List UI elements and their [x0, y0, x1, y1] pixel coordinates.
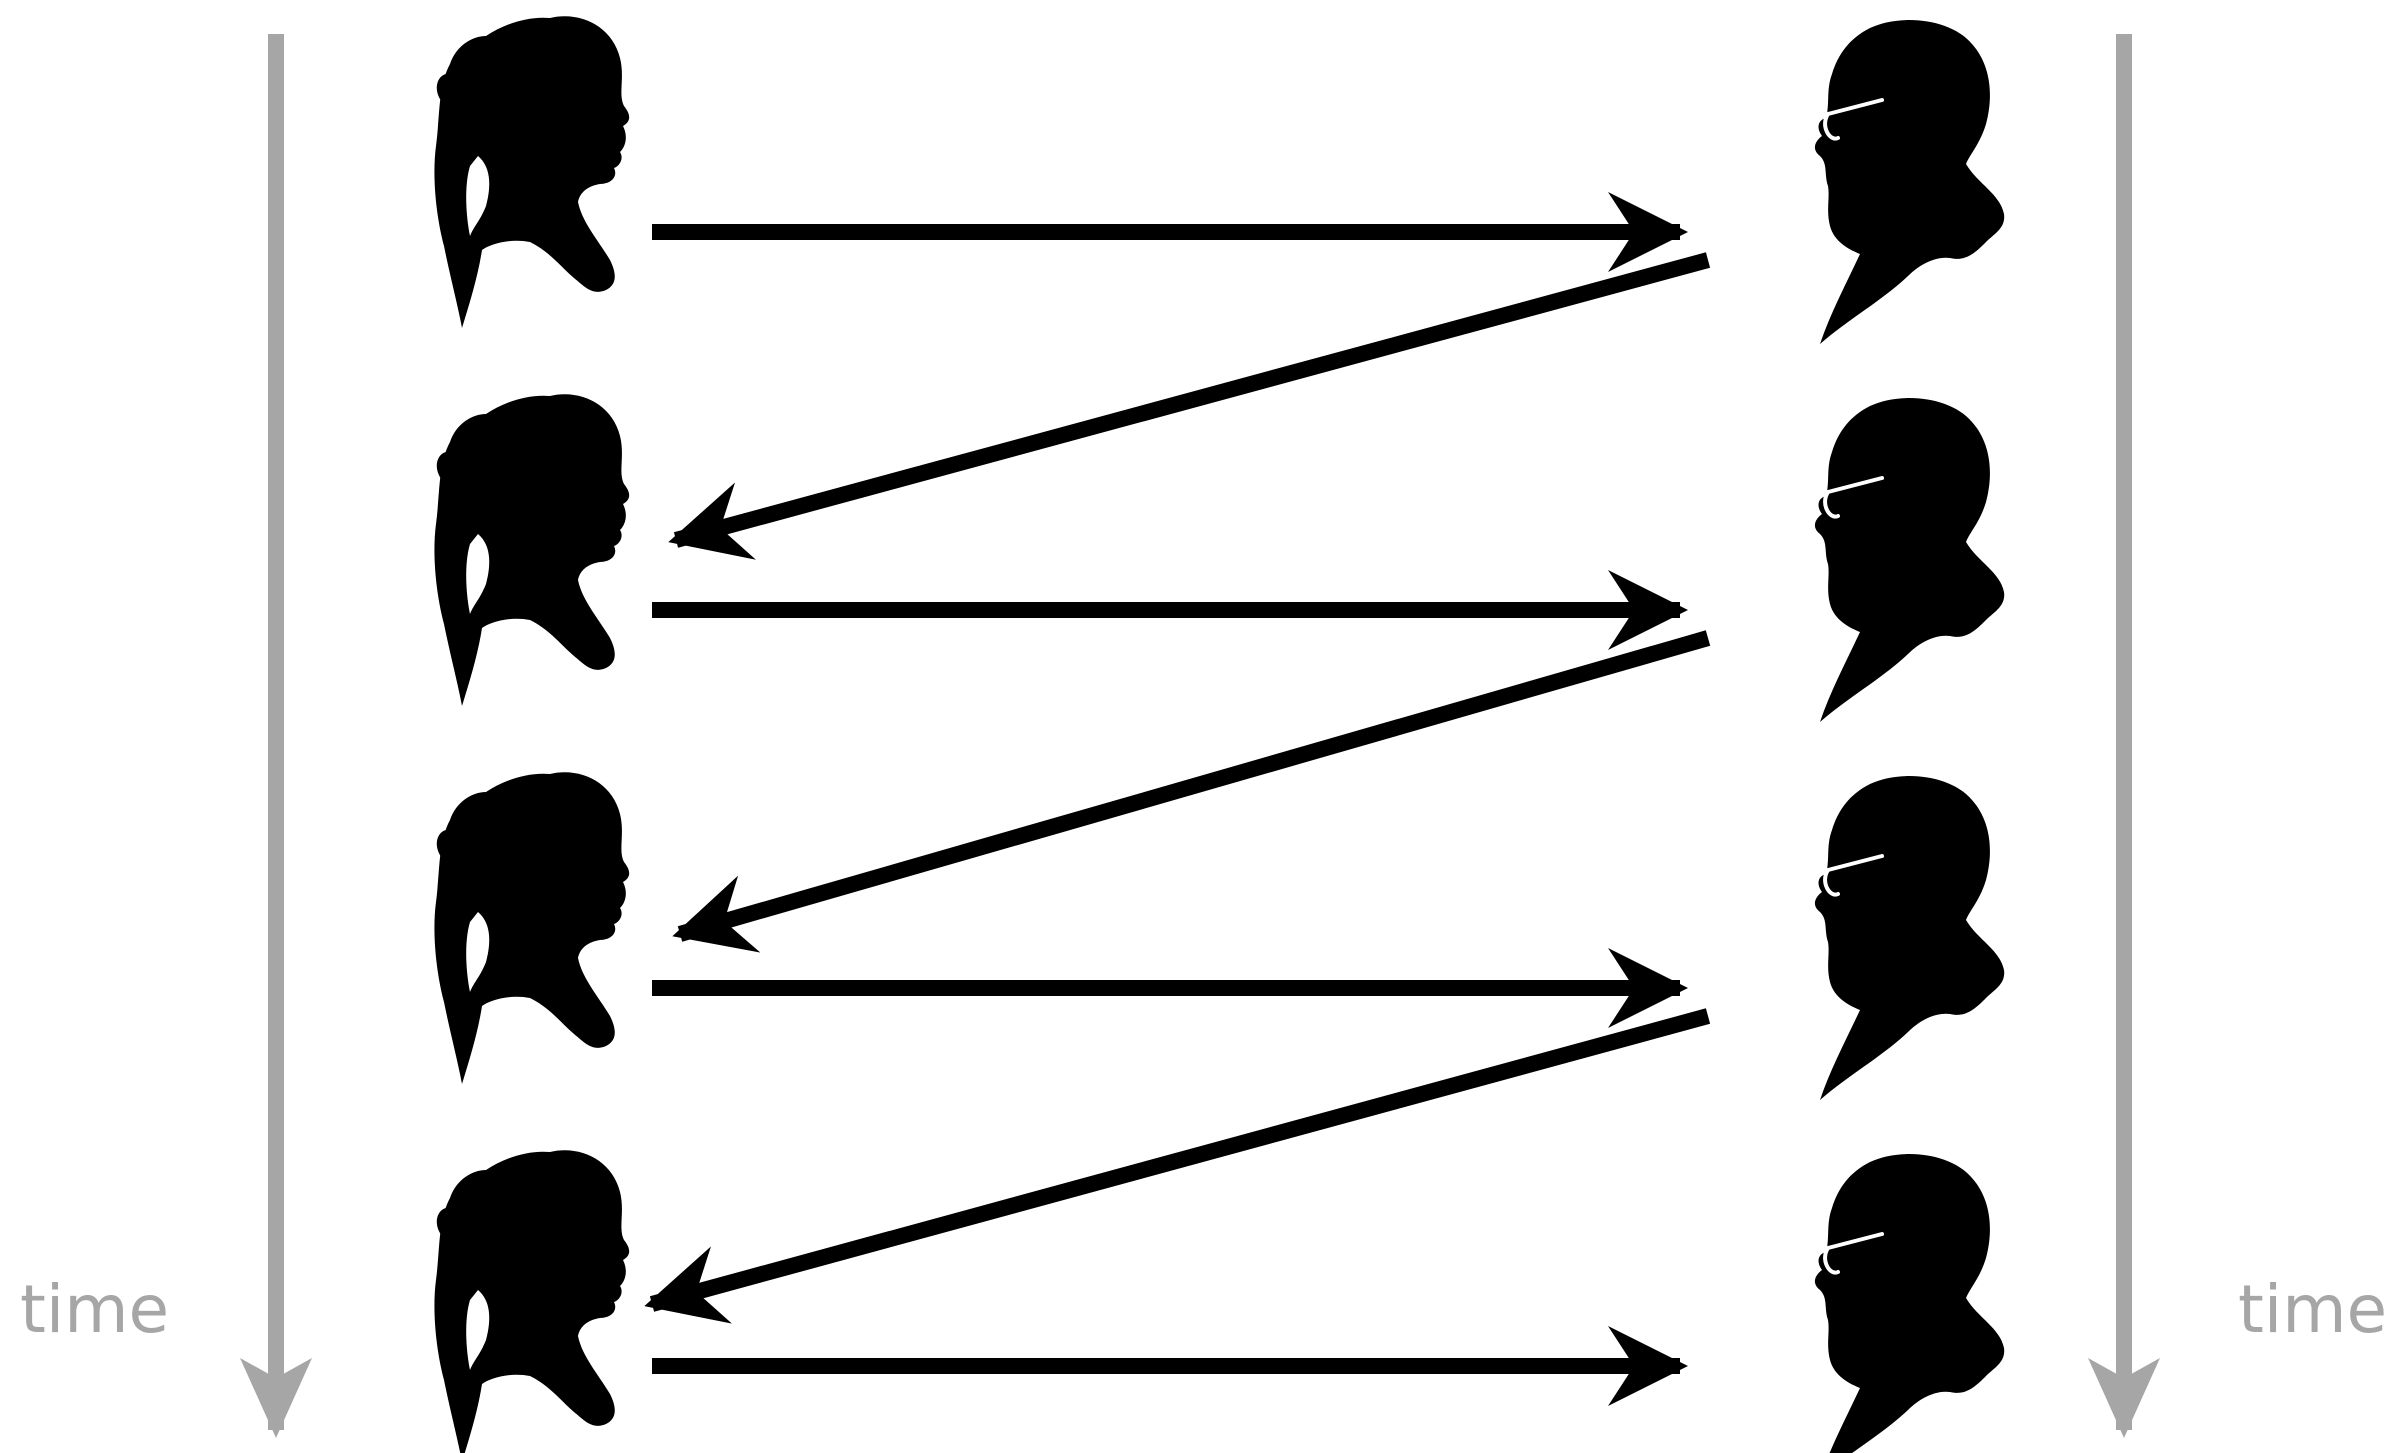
- time-label-left: time: [20, 1271, 169, 1348]
- message-arrows: [644, 192, 1711, 1406]
- right-participant-column: [1812, 18, 2007, 1453]
- girl-profile-silhouette-icon: [434, 772, 630, 1084]
- girl-profile-silhouette-icon: [434, 16, 630, 329]
- time-label-right: time: [2238, 1271, 2387, 1348]
- girl-profile-silhouette-icon: [434, 394, 630, 706]
- left-participant-column: [434, 16, 630, 1453]
- bearded-man-profile-silhouette-icon: [1812, 18, 2007, 344]
- time-axis-right: time: [2088, 34, 2387, 1438]
- girl-profile-silhouette-icon: [434, 1150, 630, 1453]
- bearded-man-profile-silhouette-icon: [1812, 1152, 2007, 1453]
- bearded-man-profile-silhouette-icon: [1812, 396, 2007, 722]
- message-arrow-right-to-left-2: [672, 630, 1711, 953]
- bearded-man-profile-silhouette-icon: [1812, 774, 2007, 1100]
- message-arrow-right-to-left-1: [668, 252, 1711, 560]
- message-arrow-right-to-left-3: [644, 1008, 1711, 1324]
- time-axis-left: time: [20, 34, 312, 1438]
